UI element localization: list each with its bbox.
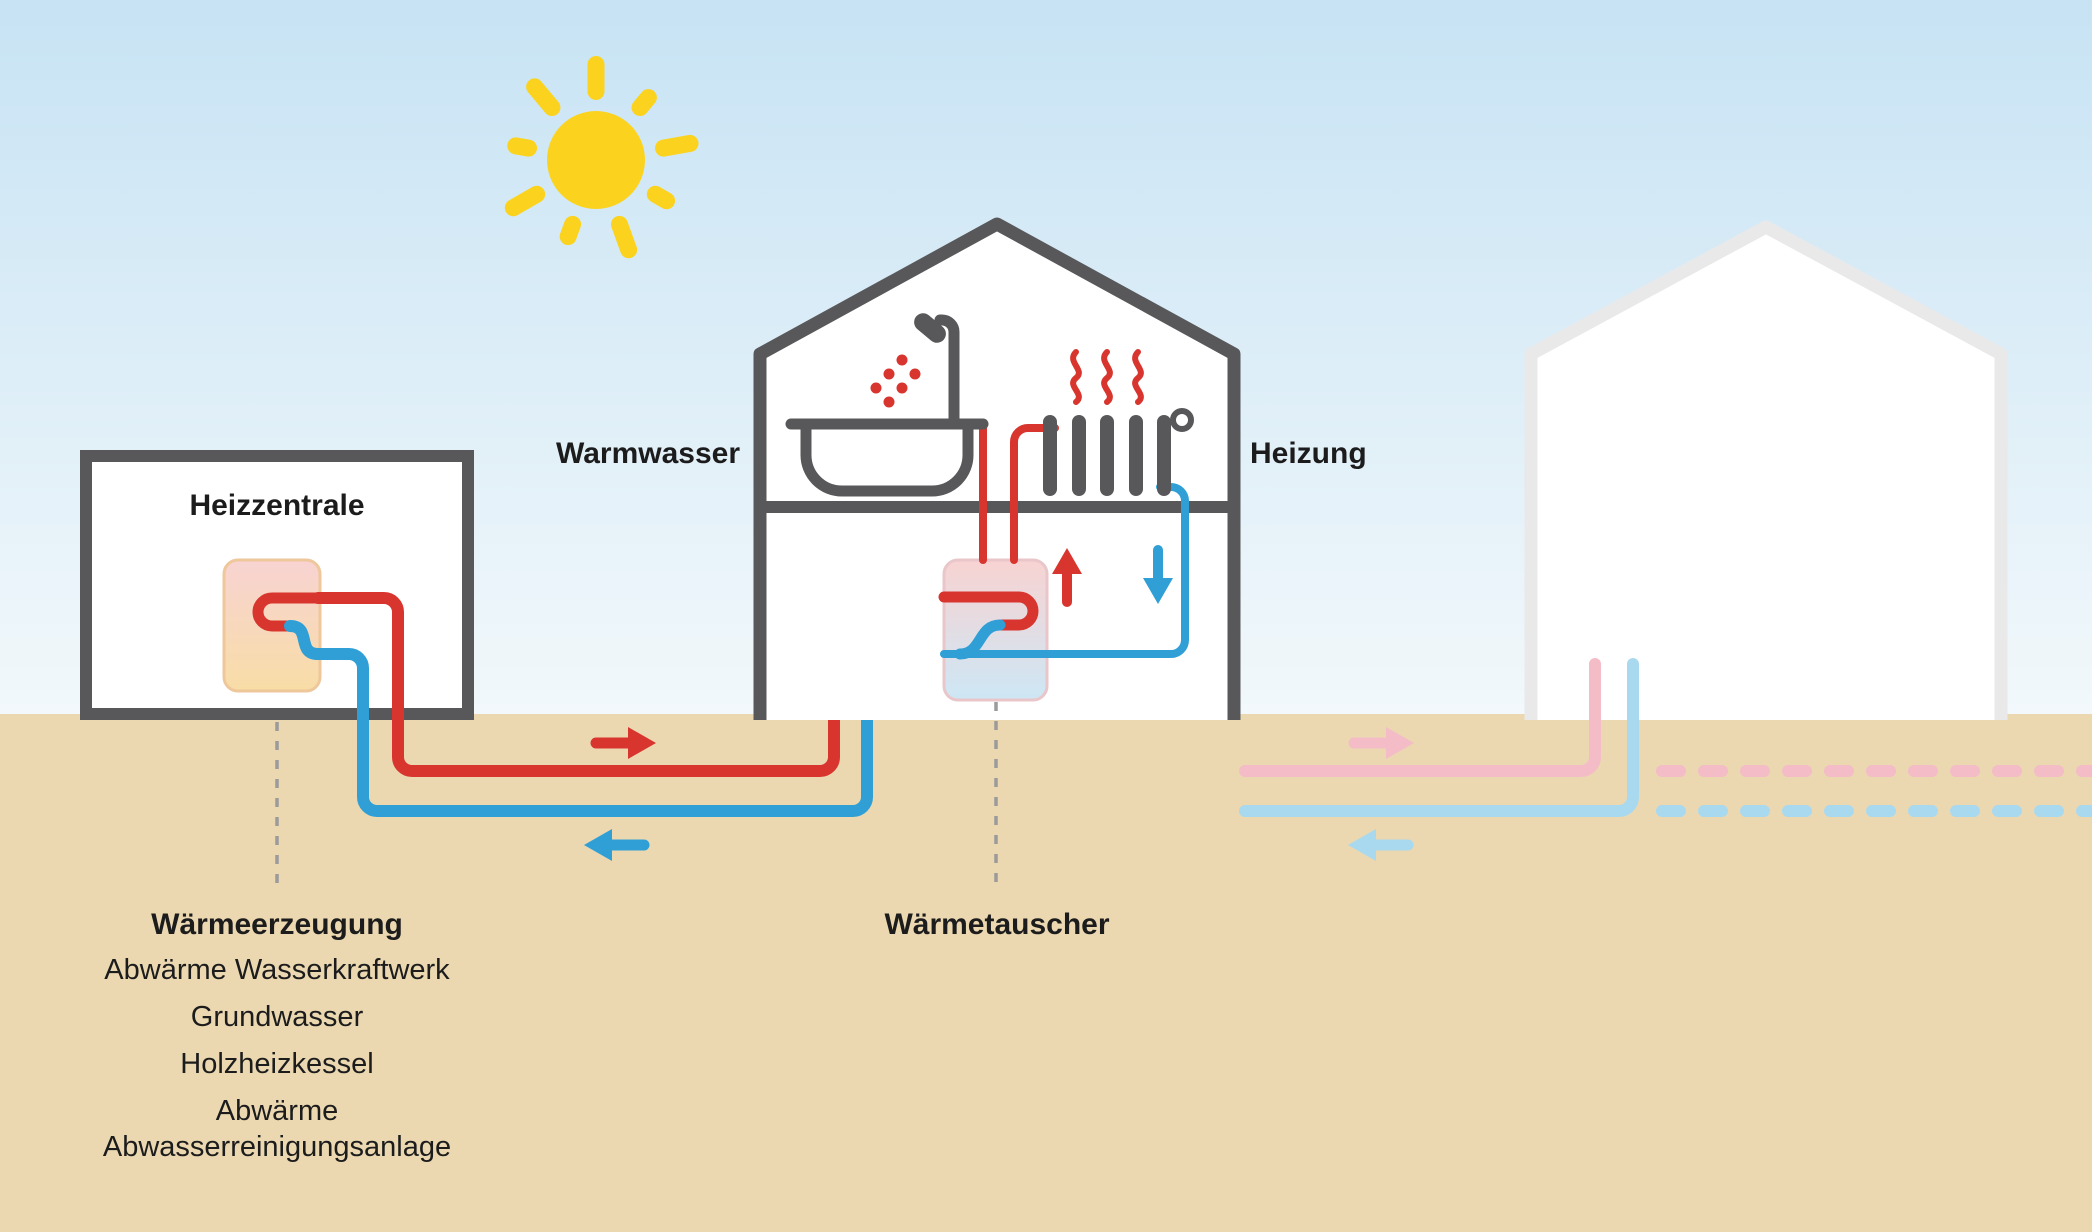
future-supply-pipe <box>1239 658 1601 777</box>
future-house <box>1524 220 2008 720</box>
heat-source-item: Abwärme Abwasserreinigungsanlage <box>102 1095 452 1163</box>
heizzentrale-label: Heizzentrale <box>189 489 365 522</box>
warmwasser-label: Warmwasser <box>556 437 740 470</box>
waermeerzeugung-title: Wärmeerzeugung <box>151 908 403 941</box>
arrow-up-icon <box>1052 548 1082 607</box>
heat-source-item: Abwärme Wasserkraftwerk <box>104 954 450 986</box>
arrow-right-icon <box>1348 727 1414 759</box>
fixtures <box>785 313 1194 497</box>
water-drops-icon <box>870 354 921 408</box>
heizung-label: Heizung <box>1250 437 1367 470</box>
sun-rays <box>504 56 699 259</box>
sun-icon <box>504 56 699 259</box>
ground <box>0 714 2092 1232</box>
arrow-down-icon <box>1143 545 1173 604</box>
house-fill <box>760 224 1234 720</box>
bathtub-icon <box>785 418 989 497</box>
shower-icon <box>914 313 960 430</box>
future-return-pipe <box>1239 658 1639 817</box>
exchanger-coil-supply <box>938 591 1039 631</box>
exchanger-coil-supply <box>252 592 324 632</box>
heat-source-item: Grundwasser <box>190 1001 364 1033</box>
arrow-right-icon <box>590 727 656 759</box>
radiator-return-pipe <box>940 483 1189 658</box>
house-outline <box>753 217 1241 720</box>
future-house-outline <box>1524 220 2008 720</box>
waermetauscher-label: Wärmetauscher <box>884 908 1110 941</box>
heizzentrale-building <box>80 450 474 720</box>
radiator-icon <box>1043 408 1194 496</box>
indoor-pipes <box>938 420 1189 660</box>
future-pipes <box>1239 658 2092 861</box>
arrow-left-icon <box>1348 829 1414 861</box>
heat-sources-list: Abwärme Wasserkraftwerk Grundwasser Holz… <box>67 952 487 1176</box>
radiator-valve <box>1170 408 1194 432</box>
riser-heizung <box>1010 424 1059 564</box>
heat-source-item: Holzheizkessel <box>180 1048 374 1080</box>
leader-lines <box>275 702 998 888</box>
house <box>753 217 1241 720</box>
arrow-left-icon <box>584 829 650 861</box>
exchanger-coil-return <box>954 619 1006 660</box>
heat-waves-icon <box>1070 349 1144 405</box>
